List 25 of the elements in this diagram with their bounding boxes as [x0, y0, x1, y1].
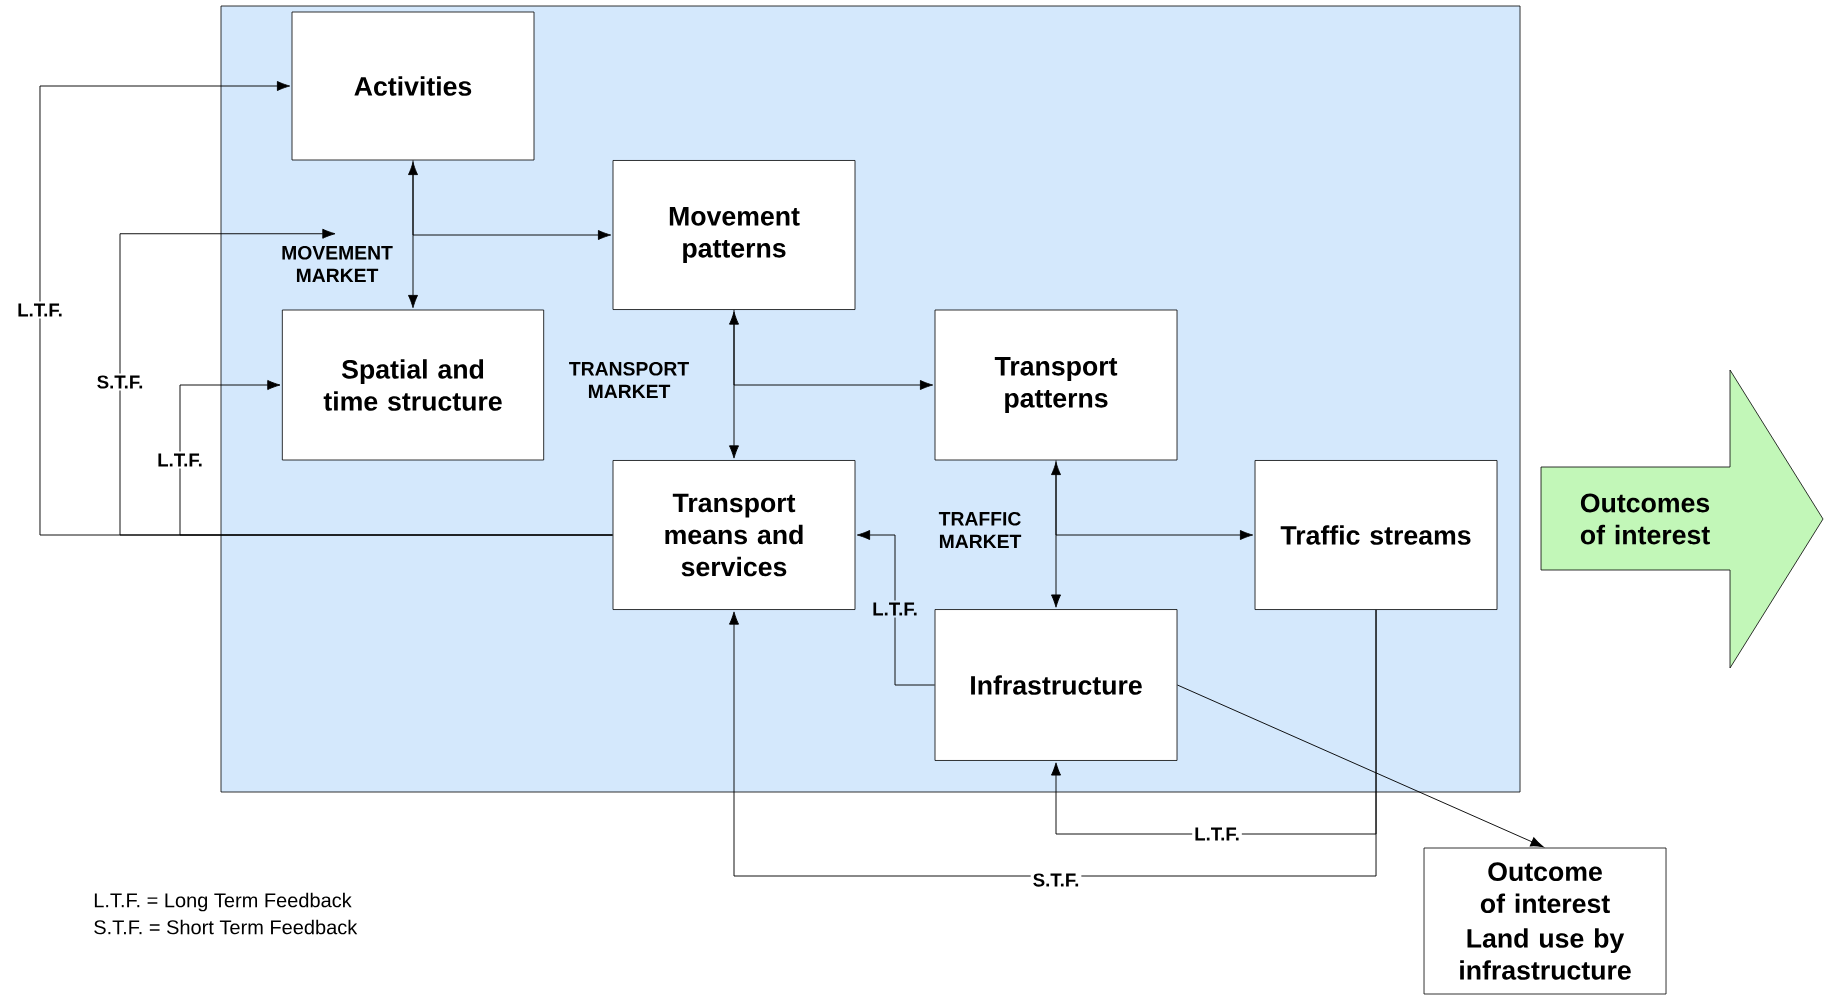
- arrow: [1055, 459, 1254, 540]
- arrow: [412, 159, 612, 240]
- process-box: Spatial and time structure: [281, 309, 545, 461]
- process-box: Traffic streams: [1254, 460, 1498, 610]
- arrow: [729, 609, 1377, 877]
- edge-label: L.T.F.: [155, 451, 205, 469]
- edge-label: S.T.F.: [94, 373, 146, 391]
- arrow: [1176, 684, 1544, 848]
- edge-label: L.T.F.: [15, 301, 65, 319]
- arrow: [733, 309, 934, 390]
- process-box: Infrastructure: [934, 609, 1178, 761]
- market-label: TRAFFIC MARKET: [938, 511, 1022, 549]
- legend-text: S.T.F. = Short Term Feedback: [94, 919, 358, 935]
- process-box: Outcome of interest Land use by infrastructure: [1423, 847, 1667, 995]
- process-box: Transport patterns: [934, 309, 1178, 461]
- market-label: MOVEMENT MARKET: [282, 245, 393, 283]
- arrow: [856, 530, 936, 686]
- edge-label: S.T.F.: [1030, 871, 1082, 889]
- arrow: [179, 380, 614, 536]
- market-label: TRANSPORT MARKET: [569, 361, 689, 399]
- edge-label: L.T.F.: [1192, 825, 1242, 843]
- process-box: Activities: [291, 11, 535, 161]
- legend-text: L.T.F. = Long Term Feedback: [94, 892, 352, 912]
- process-box: Movement patterns: [612, 160, 856, 310]
- process-box: Transport means and services: [612, 460, 856, 610]
